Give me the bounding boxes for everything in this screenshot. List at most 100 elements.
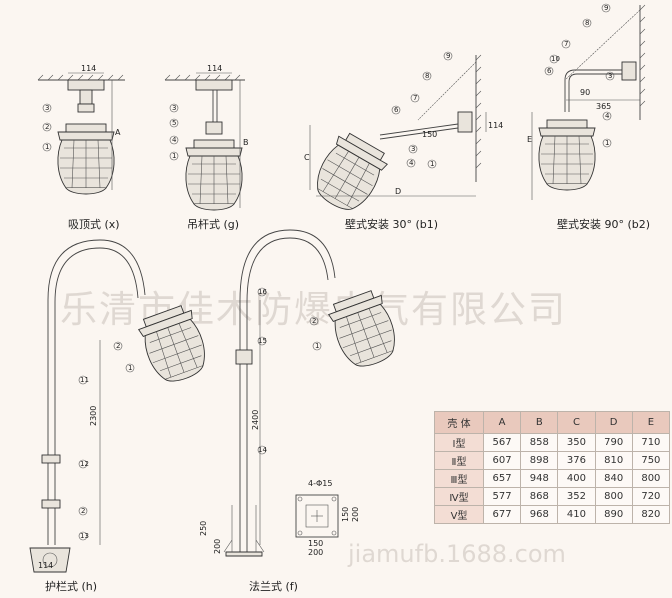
callout-16: 16 <box>258 288 267 296</box>
dim-E: E <box>527 135 532 144</box>
callout-9: 9 <box>446 52 450 60</box>
cell-E: 800 <box>631 469 671 488</box>
callout-8: 8 <box>585 19 589 27</box>
table-header-row: 壳 体 A B C D E <box>434 411 671 434</box>
housing-dimension-table: 壳 体 A B C D E Ⅰ型 567 858 350 790 710 Ⅱ型 … <box>434 411 671 524</box>
header-D: D <box>594 411 633 434</box>
header-C: C <box>557 411 596 434</box>
callout-5: 5 <box>172 119 176 127</box>
guardrail-mount-figure: 114 2300 11 12 2 13 2 1 护栏式 (h) <box>29 239 214 593</box>
flange-plate-outer-dim: 200 <box>308 548 323 557</box>
callout-1: 1 <box>128 364 132 372</box>
cell-B: 858 <box>520 433 559 452</box>
header-A: A <box>482 411 522 434</box>
callout-2: 2 <box>45 123 49 131</box>
header-E: E <box>631 411 671 434</box>
callout-3: 3 <box>172 104 176 112</box>
site-watermark: jiamufb.1688.com <box>347 540 566 568</box>
callout-1: 1 <box>45 143 49 151</box>
callout-1: 1 <box>605 139 609 147</box>
cell-E: 820 <box>631 505 671 524</box>
table-row: Ⅲ型 657 948 400 840 800 <box>434 469 671 488</box>
wall30-pipe-dim: 150 <box>422 130 437 139</box>
row-type: Ⅱ型 <box>434 451 484 470</box>
flange-plate-side2-dim: 200 <box>351 507 360 522</box>
cell-A: 607 <box>482 451 522 470</box>
company-watermark: 乐清市佳木防爆电气有限公司 <box>60 288 567 331</box>
flange-plate-side1-dim: 150 <box>341 507 350 522</box>
flange-holes-dim: 4-Φ15 <box>308 479 332 488</box>
dim-B: B <box>243 138 249 147</box>
row-type: Ⅳ型 <box>434 487 484 506</box>
guardrail-height-dim: 2300 <box>89 406 98 426</box>
dim-A: A <box>115 128 121 137</box>
callout-6: 6 <box>547 67 552 75</box>
callout-2: 2 <box>312 317 316 325</box>
callout-13: 13 <box>80 532 89 540</box>
caption-guardrail: 护栏式 (h) <box>45 579 97 593</box>
caption-wall30: 壁式安装 30° (b1) <box>345 217 438 231</box>
table-row: Ⅳ型 577 868 352 800 720 <box>434 487 671 506</box>
callout-15: 15 <box>258 337 267 345</box>
caption-wall90: 壁式安装 90° (b2) <box>557 217 650 231</box>
callout-1: 1 <box>172 152 176 160</box>
callout-6: 6 <box>394 106 399 114</box>
flange-base2-dim: 200 <box>213 539 222 554</box>
callout-14: 14 <box>258 446 267 454</box>
callout-2: 2 <box>116 342 120 350</box>
cell-B: 968 <box>520 505 559 524</box>
callout-1: 1 <box>315 342 319 350</box>
callout-12: 12 <box>80 460 89 468</box>
cell-A: 567 <box>482 433 522 452</box>
cell-D: 840 <box>594 469 633 488</box>
cell-C: 400 <box>557 469 596 488</box>
flange-mount-figure: 2400 250 200 16 15 14 2 1 4-Φ15 150 200 … <box>199 229 404 593</box>
row-type: Ⅴ型 <box>434 505 484 524</box>
caption-ceiling: 吸顶式 (x) <box>68 218 120 231</box>
callout-1: 1 <box>430 160 434 168</box>
cell-B: 898 <box>520 451 559 470</box>
table-row: Ⅴ型 677 968 410 890 820 <box>434 505 671 524</box>
flange-plate-inner-dim: 150 <box>308 539 323 548</box>
callout-3: 3 <box>45 104 49 112</box>
callout-4: 4 <box>409 159 414 167</box>
flange-height-dim: 2400 <box>251 410 260 430</box>
cell-B: 948 <box>520 469 559 488</box>
callout-7: 7 <box>413 94 417 102</box>
ceiling-mount-figure: 114 A 3 2 1 吸顶式 (x) <box>37 64 125 231</box>
cell-D: 800 <box>594 487 633 506</box>
pendant-mount-figure: 114 B 3 5 4 1 吊杆式 (g) <box>164 64 249 231</box>
wall-90-mount-figure: 365 90 E 9 8 7 10 6 3 4 1 壁式安装 90° (b2) <box>527 3 650 231</box>
cell-E: 750 <box>631 451 671 470</box>
cell-C: 352 <box>557 487 596 506</box>
dim-C: C <box>304 153 310 162</box>
caption-pendant: 吊杆式 (g) <box>187 217 239 231</box>
table-row: Ⅰ型 567 858 350 790 710 <box>434 433 671 452</box>
callout-9: 9 <box>604 4 608 12</box>
wall90-arm-dim: 365 <box>596 102 611 111</box>
cell-D: 790 <box>594 433 633 452</box>
cell-C: 376 <box>557 451 596 470</box>
header-B: B <box>520 411 559 434</box>
cell-E: 720 <box>631 487 671 506</box>
cell-D: 810 <box>594 451 633 470</box>
caption-flange: 法兰式 (f) <box>249 579 298 593</box>
guardrail-pipe-dim: 114 <box>38 561 53 570</box>
table-row: Ⅱ型 607 898 376 810 750 <box>434 451 671 470</box>
callout-3: 3 <box>608 72 612 80</box>
callout-4: 4 <box>605 112 610 120</box>
callout-7: 7 <box>564 40 568 48</box>
wall-30-mount-figure: 114 150 C D 9 8 7 6 3 4 1 壁式安装 30° (b1) <box>304 51 503 231</box>
callout-10: 10 <box>551 55 560 63</box>
row-type: Ⅰ型 <box>434 433 484 452</box>
wall30-bracket-dim: 114 <box>488 121 503 130</box>
pendant-width-dim: 114 <box>207 64 222 73</box>
header-housing: 壳 体 <box>434 411 484 434</box>
cell-C: 350 <box>557 433 596 452</box>
callout-8: 8 <box>425 72 429 80</box>
cell-D: 890 <box>594 505 633 524</box>
cell-B: 868 <box>520 487 559 506</box>
cell-E: 710 <box>631 433 671 452</box>
callout-3: 3 <box>411 145 415 153</box>
